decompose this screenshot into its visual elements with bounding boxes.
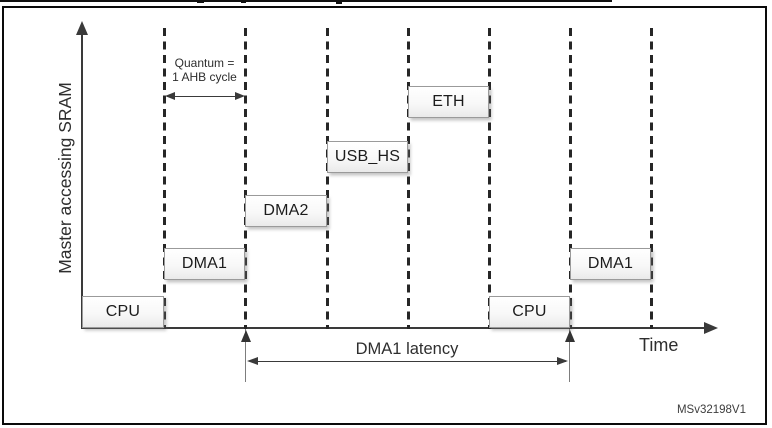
timeline-box-cpu-2: CPU: [489, 296, 570, 328]
figure-frame: [2, 6, 767, 425]
quantum-note-line2: 1 AHB cycle: [172, 69, 237, 84]
latency-measure-line: [250, 360, 566, 363]
timeline-box-label: ETH: [432, 93, 465, 110]
timeline-box-label: DMA2: [263, 202, 309, 219]
timeline-box-eth: ETH: [408, 86, 489, 118]
cropped-caption-descender: [336, 0, 342, 4]
latency-up-arrowhead-left-icon: [240, 329, 251, 342]
cropped-caption-descender: [241, 0, 246, 3]
timeline-box-label: DMA1: [181, 255, 228, 272]
quantum-measure-line: [167, 95, 242, 97]
quantum-divider-6: [568, 28, 572, 329]
timeline-box-dma2: DMA2: [245, 195, 327, 227]
quantum-note-line1: Quantum =: [174, 56, 235, 70]
y-axis-label: Master accessing SRAM: [55, 82, 75, 274]
latency-arrowhead-right-icon: [557, 357, 568, 365]
y-axis-arrow-icon: [76, 21, 88, 35]
timeline-box-dma1-2: DMA1: [570, 248, 651, 280]
figure-watermark: MSv32198V1: [676, 404, 746, 416]
timeline-box-label: USB_HS: [334, 148, 401, 165]
timeline-box-label: CPU: [105, 303, 141, 320]
quantum-divider-2: [243, 28, 247, 329]
x-axis-line: [81, 327, 706, 329]
quantum-divider-5: [487, 28, 491, 329]
latency-marker-line-left: [244, 329, 247, 382]
x-axis-arrow-icon: [704, 322, 718, 335]
timeline-box-label: DMA1: [587, 255, 634, 272]
timeline-box-label: CPU: [512, 303, 547, 320]
timeline-box-dma1-1: DMA1: [164, 248, 245, 280]
timeline-box-usb-hs: USB_HS: [327, 141, 408, 173]
cropped-caption-line: [0, 0, 612, 2]
latency-arrowhead-left-icon: [246, 357, 258, 365]
quantum-note: Quantum = 1 AHB cycle: [161, 56, 248, 84]
quantum-arrowhead-left-icon: [164, 91, 175, 100]
quantum-divider-1: [162, 28, 166, 329]
timeline-box-cpu-1: CPU: [82, 296, 164, 328]
latency-marker-line-right: [568, 329, 571, 382]
latency-label: DMA1 latency: [355, 340, 459, 358]
time-axis-label: Time: [639, 335, 679, 355]
latency-up-arrowhead-right-icon: [564, 329, 575, 342]
quantum-divider-3: [325, 28, 329, 329]
y-axis-line: [81, 24, 83, 329]
quantum-arrowhead-right-icon: [234, 91, 245, 100]
quantum-divider-4: [406, 28, 410, 329]
quantum-divider-7: [649, 28, 653, 329]
cropped-caption-descender: [197, 0, 204, 3]
